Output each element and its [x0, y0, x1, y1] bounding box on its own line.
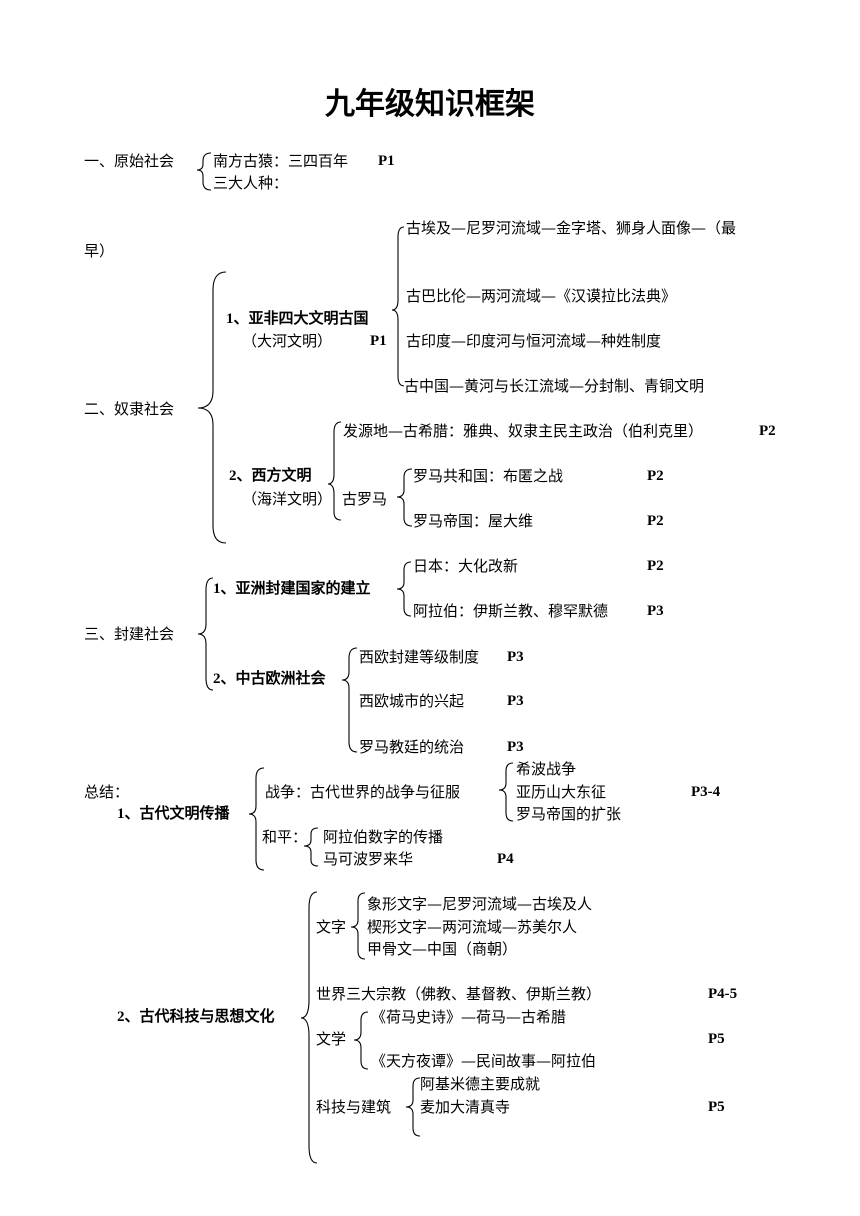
bracket-feudal-asia [396, 561, 412, 617]
europe-item-papacy: 罗马教廷的统治 [359, 738, 465, 756]
primitive-item-australopithecus: 南方古猿：三四百年 [213, 152, 349, 170]
primitive-item-races: 三大人种： [213, 174, 289, 192]
literature-arabian-nights: 《天方夜谭》—民间故事—阿拉伯 [371, 1052, 597, 1070]
writing-hieroglyph: 象形文字—尼罗河流域—古埃及人 [367, 895, 593, 913]
asia-africa-page: P1 [370, 333, 387, 349]
bracket-feudal [197, 577, 214, 691]
religion-text: 世界三大宗教（佛教、基督教、伊斯兰教） [316, 985, 602, 1003]
feudal-japan: 日本：大化改新 [413, 557, 519, 575]
war-alexander: 亚历山大东征 [516, 783, 607, 801]
bracket-west [327, 421, 342, 521]
bracket-science [405, 1077, 421, 1137]
civ-egypt-continued: 早） [84, 242, 115, 260]
primitive-society-label: 一、原始社会 [84, 152, 175, 170]
asia-africa-sublabel: （大河文明） [242, 332, 333, 350]
rome-republic: 罗马共和国：布匿之战 [413, 467, 564, 485]
civ-india: 古印度—印度河与恒河流域—种姓制度 [406, 332, 662, 350]
bracket-peace [303, 827, 319, 867]
civ-china: 古中国—黄河与长江流域—分封制、青铜文明 [404, 377, 705, 395]
war-greco-persian: 希波战争 [516, 760, 577, 778]
peace-marco-polo: 马可波罗来华 [323, 850, 414, 868]
science-label: 科技与建筑 [316, 1098, 392, 1116]
rome-republic-page: P2 [647, 468, 664, 484]
bracket-primitive [196, 152, 212, 191]
bracket-asia-africa [391, 226, 405, 387]
literature-homer: 《荷马史诗》—荷马—古希腊 [371, 1008, 567, 1026]
science-page: P5 [708, 1099, 725, 1115]
feudal-arabia-page: P3 [647, 603, 664, 619]
west-greece-page: P2 [759, 423, 776, 439]
writing-cuneiform: 楔形文字—两河流域—苏美尔人 [367, 918, 578, 936]
bracket-rome [396, 468, 413, 527]
feudal-europe-label: 2、中古欧洲社会 [213, 671, 326, 687]
religion-page: P4-5 [708, 986, 738, 1002]
feudal-asia-label: 1、亚洲封建国家的建立 [213, 581, 371, 597]
peace-arabic-numerals: 阿拉伯数字的传播 [323, 828, 444, 846]
science-archimedes: 阿基米德主要成就 [420, 1075, 541, 1093]
spread-peace-label: 和平： [262, 828, 308, 846]
spread-label: 1、古代文明传播 [117, 806, 230, 822]
europe-item-papacy-page: P3 [507, 739, 524, 755]
science-mecca-mosque: 麦加大清真寺 [420, 1098, 511, 1116]
europe-item-hierarchy: 西欧封建等级制度 [359, 648, 480, 666]
summary-label: 总结： [84, 783, 130, 801]
bracket-culture [300, 891, 318, 1164]
europe-item-hierarchy-page: P3 [507, 649, 524, 665]
slave-society-label: 二、奴隶社会 [84, 400, 175, 418]
west-greece: 发源地—古希腊：雅典、奴隶主民主政治（伯利克里） [343, 422, 704, 440]
civ-egypt: 古埃及—尼罗河流域—金字塔、狮身人面像—（最 [406, 219, 737, 237]
rome-empire-page: P2 [647, 513, 664, 529]
bracket-wars [498, 762, 514, 822]
primitive-page: P1 [378, 153, 395, 169]
writing-oracle-bone: 甲骨文—中国（商朝） [367, 940, 518, 958]
literature-page: P5 [708, 1031, 725, 1047]
writing-label: 文字 [316, 918, 347, 936]
feudal-arabia: 阿拉伯：伊斯兰教、穆罕默德 [413, 602, 609, 620]
rome-label: 古罗马 [342, 490, 388, 508]
war-rome-expansion: 罗马帝国的扩张 [516, 805, 622, 823]
spread-war-label: 战争：古代世界的战争与征服 [265, 783, 461, 801]
peace-page: P4 [497, 851, 514, 867]
page-title: 九年级知识框架 [325, 87, 535, 122]
literature-label: 文学 [316, 1030, 347, 1048]
west-sublabel: （海洋文明） [242, 490, 333, 508]
feudal-japan-page: P2 [647, 558, 664, 574]
bracket-writing [350, 892, 366, 960]
europe-item-cities: 西欧城市的兴起 [359, 692, 465, 710]
culture-label: 2、古代科技与思想文化 [117, 1009, 275, 1025]
rome-empire: 罗马帝国：屋大维 [413, 512, 534, 530]
bracket-slave [197, 271, 227, 544]
bracket-spread [248, 767, 265, 871]
bracket-europe [341, 647, 358, 753]
feudal-society-label: 三、封建社会 [84, 625, 175, 643]
europe-item-cities-page: P3 [507, 693, 524, 709]
asia-africa-label: 1、亚非四大文明古国 [226, 311, 369, 327]
west-label: 2、西方文明 [229, 468, 312, 484]
war-page: P3-4 [691, 784, 721, 800]
civ-babylon: 古巴比伦—两河流域—《汉谟拉比法典》 [406, 287, 677, 305]
bracket-literature [353, 1011, 369, 1070]
